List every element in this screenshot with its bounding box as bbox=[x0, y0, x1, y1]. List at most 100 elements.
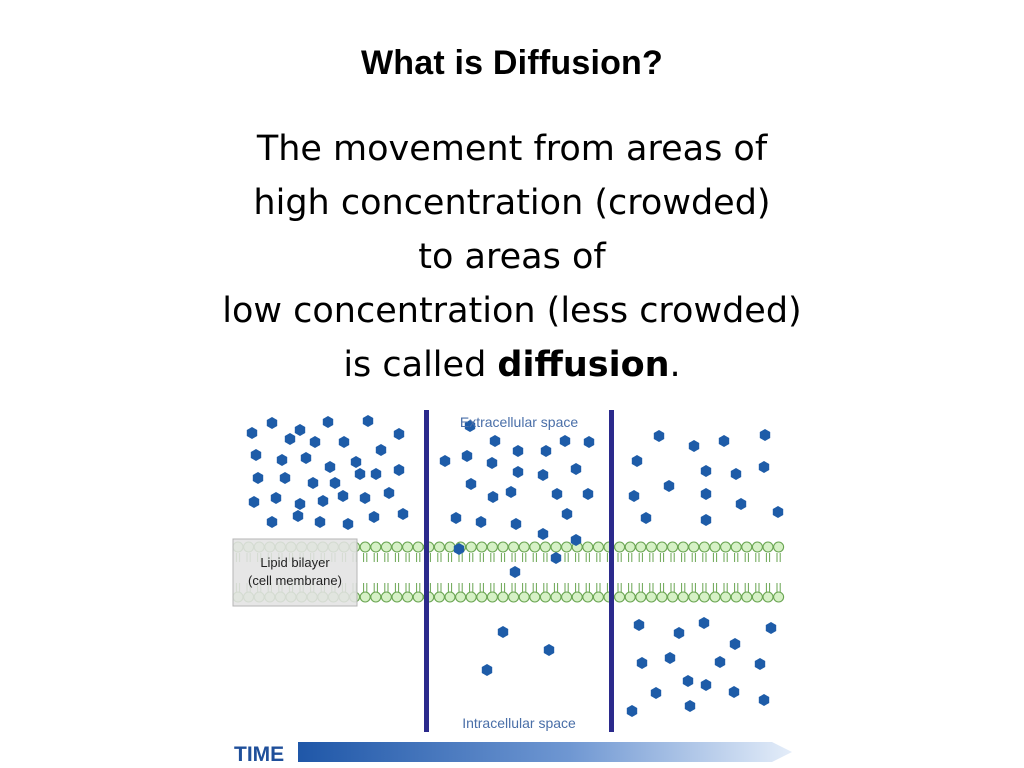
lipid-head-top bbox=[645, 541, 657, 553]
lipid-head-bottom bbox=[645, 591, 657, 603]
lipid-head-bottom bbox=[508, 591, 520, 603]
lipid-tail bbox=[394, 553, 400, 592]
molecule bbox=[583, 436, 595, 448]
lipid-head-bottom bbox=[518, 591, 530, 603]
molecule bbox=[338, 436, 350, 448]
lipid-head-top bbox=[508, 541, 520, 553]
molecule bbox=[300, 452, 312, 464]
lipid-head-top bbox=[465, 541, 477, 553]
panel-divider-left bbox=[424, 410, 429, 732]
molecule bbox=[250, 449, 262, 461]
lipid-head-bottom bbox=[561, 591, 573, 603]
membrane-label-line1: Lipid bilayer bbox=[260, 555, 330, 570]
lipid-tail bbox=[638, 553, 643, 592]
molecule bbox=[248, 496, 260, 508]
definition-line-5-suffix: . bbox=[669, 345, 681, 385]
lipid-head-top bbox=[688, 541, 700, 553]
lipid-tail bbox=[575, 553, 580, 592]
lipid-tail bbox=[659, 553, 665, 592]
lipid-head-bottom bbox=[550, 591, 562, 603]
lipid-head-bottom bbox=[592, 591, 604, 603]
definition-line-1: The movement from areas of bbox=[256, 129, 768, 169]
lipid-tail bbox=[447, 553, 453, 592]
lipid-head-top bbox=[433, 541, 445, 553]
molecule bbox=[314, 516, 326, 528]
lipid-tail bbox=[744, 553, 749, 592]
lipid-tail bbox=[670, 553, 675, 592]
molecule bbox=[754, 658, 766, 670]
molecule bbox=[487, 491, 499, 503]
lipid-head-top bbox=[667, 541, 679, 553]
membrane-label-line2: (cell membrane) bbox=[248, 573, 342, 588]
lipid-head-top bbox=[497, 541, 509, 553]
molecule bbox=[368, 511, 380, 523]
lipid-tail bbox=[437, 553, 442, 592]
molecule bbox=[309, 436, 321, 448]
molecule bbox=[464, 420, 476, 432]
molecule bbox=[486, 457, 498, 469]
lipid-head-bottom bbox=[412, 591, 424, 603]
molecule bbox=[497, 626, 509, 638]
lipid-head-top bbox=[624, 541, 636, 553]
molecule bbox=[342, 518, 354, 530]
lipid-head-top bbox=[550, 541, 562, 553]
lipid-head-bottom bbox=[730, 591, 742, 603]
lipid-tail bbox=[628, 553, 633, 592]
molecule bbox=[714, 656, 726, 668]
definition-keyword: diffusion bbox=[497, 345, 670, 385]
lipid-tail bbox=[564, 553, 569, 592]
molecule bbox=[664, 652, 676, 664]
molecule bbox=[582, 488, 594, 500]
lipid-head-bottom bbox=[773, 591, 785, 603]
lipid-tail bbox=[585, 553, 590, 592]
lipid-tail bbox=[734, 553, 739, 592]
molecule bbox=[631, 455, 643, 467]
lipid-tail bbox=[490, 553, 495, 592]
molecule bbox=[700, 488, 712, 500]
lipid-head-top bbox=[582, 541, 594, 553]
lipid-head-top bbox=[709, 541, 721, 553]
molecule bbox=[663, 480, 675, 492]
lipid-head-top bbox=[412, 541, 424, 553]
molecule bbox=[481, 664, 493, 676]
lipid-head-bottom bbox=[688, 591, 700, 603]
molecule bbox=[284, 433, 296, 445]
molecule bbox=[246, 427, 258, 439]
molecule bbox=[512, 466, 524, 478]
molecule bbox=[653, 430, 665, 442]
molecule bbox=[393, 464, 405, 476]
molecule bbox=[730, 468, 742, 480]
time-arrow bbox=[298, 742, 792, 762]
molecule bbox=[450, 512, 462, 524]
lipid-head-top bbox=[359, 541, 371, 553]
molecule bbox=[509, 566, 521, 578]
molecule bbox=[276, 454, 288, 466]
molecule bbox=[559, 435, 571, 447]
molecule bbox=[370, 468, 382, 480]
lipid-head-top bbox=[698, 541, 710, 553]
lipid-head-bottom bbox=[571, 591, 583, 603]
lipid-head-top bbox=[720, 541, 732, 553]
molecule bbox=[393, 428, 405, 440]
molecule bbox=[759, 429, 771, 441]
molecule bbox=[354, 468, 366, 480]
lipid-head-bottom bbox=[677, 591, 689, 603]
lipid-head-bottom bbox=[751, 591, 763, 603]
lipid-head-bottom bbox=[741, 591, 753, 603]
slide-title: What is Diffusion? bbox=[360, 44, 663, 82]
lipid-head-top bbox=[370, 541, 382, 553]
molecule bbox=[266, 417, 278, 429]
molecule bbox=[266, 516, 278, 528]
lipid-head-top bbox=[614, 541, 626, 553]
intracellular-space-label: Intracellular space bbox=[462, 715, 576, 731]
molecule bbox=[322, 416, 334, 428]
lipid-head-top bbox=[486, 541, 498, 553]
lipid-tail bbox=[649, 553, 654, 592]
molecule bbox=[729, 638, 741, 650]
molecule bbox=[294, 498, 306, 510]
lipid-head-top bbox=[773, 541, 785, 553]
lipid-head-bottom bbox=[380, 591, 392, 603]
lipid-head-bottom bbox=[433, 591, 445, 603]
molecule bbox=[570, 463, 582, 475]
